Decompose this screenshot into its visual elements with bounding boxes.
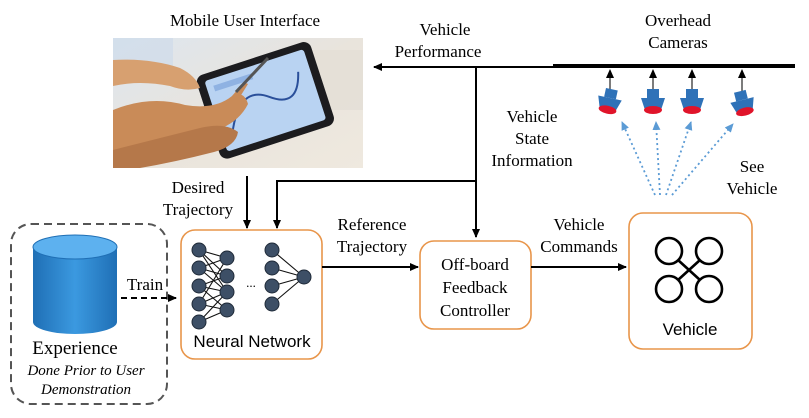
quadcopter-icon [654,236,724,304]
state-to-nn-arrow [273,180,476,229]
state-info-line1: Vehicle [507,107,558,126]
reference-trajectory-line2: Trajectory [337,237,408,256]
vehicle-commands-line1: Vehicle [554,215,605,234]
vehicle-label: Vehicle [663,320,718,339]
camera-icon [641,89,665,114]
controller-line2: Feedback [442,278,508,297]
see-vehicle-line2: Vehicle [727,179,778,198]
vehicle-performance-line2: Performance [395,42,482,61]
overhead-cameras-line2: Cameras [648,33,707,52]
desired-trajectory-line2: Trajectory [163,200,234,219]
state-info-line2: State [515,129,549,148]
vehicle-commands-line2: Commands [540,237,617,256]
see-vehicle-arrows [621,121,734,196]
controller-line3: Controller [440,301,510,320]
done-prior-line2: Demonstration [40,382,131,398]
desired-trajectory-line1: Desired [172,178,225,197]
camera-icon [680,89,704,114]
camera-icon [730,89,754,117]
neural-network-icon: ... [191,242,312,330]
experience-dashed-box [10,223,168,405]
mobile-ui-title: Mobile User Interface [170,11,320,30]
see-vehicle-line1: See [740,157,765,176]
done-prior-line1: Done Prior to User [26,363,144,379]
neural-network-label: Neural Network [193,332,311,351]
state-info-line3: Information [491,151,573,170]
vehicle-performance-line1: Vehicle [420,20,471,39]
controller-box [419,240,532,330]
overhead-cameras-line1: Overhead [645,11,712,30]
camera-icon [598,87,622,115]
controller-line1: Off-board [441,255,509,274]
experience-label: Experience [32,338,117,359]
reference-trajectory-line1: Reference [338,215,407,234]
nn-ellipsis: ... [246,275,256,290]
train-label: Train [127,275,164,294]
database-cylinder-icon [32,234,118,334]
tablet-photo [113,38,363,168]
